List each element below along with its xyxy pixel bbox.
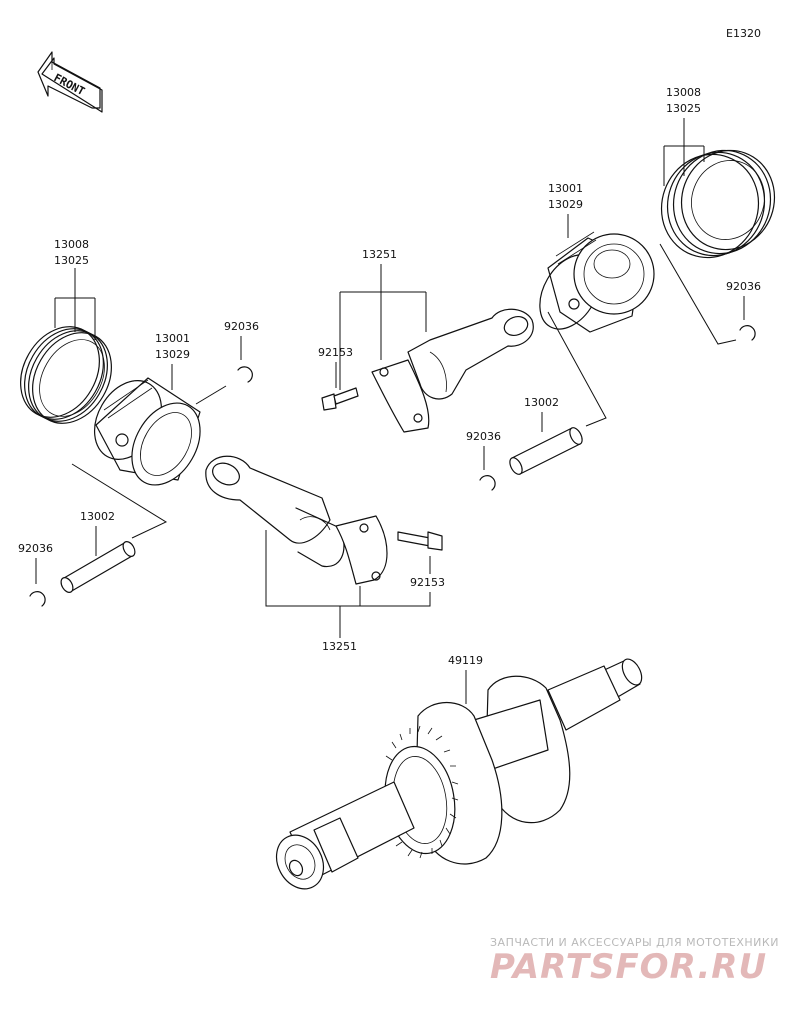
right-piston-rings	[660, 149, 776, 259]
right-clip-line	[659, 243, 737, 345]
right-pin-label: 13002	[524, 396, 559, 409]
left-clip-lower	[29, 591, 46, 607]
diagram-code: E1320	[726, 27, 761, 40]
right-pin-piston-line	[547, 311, 607, 427]
right-clip-lower-label: 92036	[466, 430, 501, 443]
left-rings-label-a: 13008	[54, 238, 89, 251]
front-arrow-icon: FRONT	[37, 51, 103, 113]
left-rod-bolt	[397, 531, 443, 551]
watermark-tagline: ЗАПЧАСТИ И АКСЕССУАРЫ ДЛЯ МОТОТЕХНИКИ	[490, 936, 779, 949]
right-clip-upper	[739, 325, 756, 341]
right-rod-label: 13251	[362, 248, 397, 261]
crankshaft-label: 49119	[448, 654, 483, 667]
left-rod-label: 13251	[322, 640, 357, 653]
left-rod-bracket	[265, 530, 431, 607]
left-clip-upper	[237, 366, 253, 383]
right-piston-pin	[509, 427, 583, 475]
left-piston-rings	[20, 326, 112, 424]
watermark-logo: PARTSFOR.RU	[490, 947, 767, 987]
left-piston-label-a: 13001	[155, 332, 190, 345]
left-clip-pin-line	[195, 385, 227, 405]
right-rod-bracket	[339, 264, 427, 390]
right-rings-label-a: 13008	[666, 86, 701, 99]
right-connecting-rod	[371, 308, 534, 433]
left-piston-label-b: 13029	[155, 348, 190, 361]
left-clip-lower-label: 92036	[18, 542, 53, 555]
right-rod-bolt	[321, 387, 359, 411]
left-rings-leader	[54, 268, 96, 340]
left-bolt-label: 92153	[410, 576, 445, 589]
left-pin-label: 13002	[80, 510, 115, 523]
crankshaft	[275, 658, 643, 890]
left-piston	[93, 377, 201, 486]
left-clip-upper-label: 92036	[224, 320, 259, 333]
left-rings-label-b: 13025	[54, 254, 89, 267]
right-rings-leader	[663, 118, 705, 186]
left-connecting-rod	[205, 455, 388, 585]
right-clip-lower	[479, 475, 496, 491]
right-piston-label-a: 13001	[548, 182, 583, 195]
right-bolt-label: 92153	[318, 346, 353, 359]
right-piston-label-b: 13029	[548, 198, 583, 211]
left-piston-pin	[60, 541, 136, 593]
right-clip-upper-label: 92036	[726, 280, 761, 293]
right-piston	[539, 231, 655, 333]
right-rings-label-b: 13025	[666, 102, 701, 115]
left-pin-piston-line	[71, 463, 168, 539]
